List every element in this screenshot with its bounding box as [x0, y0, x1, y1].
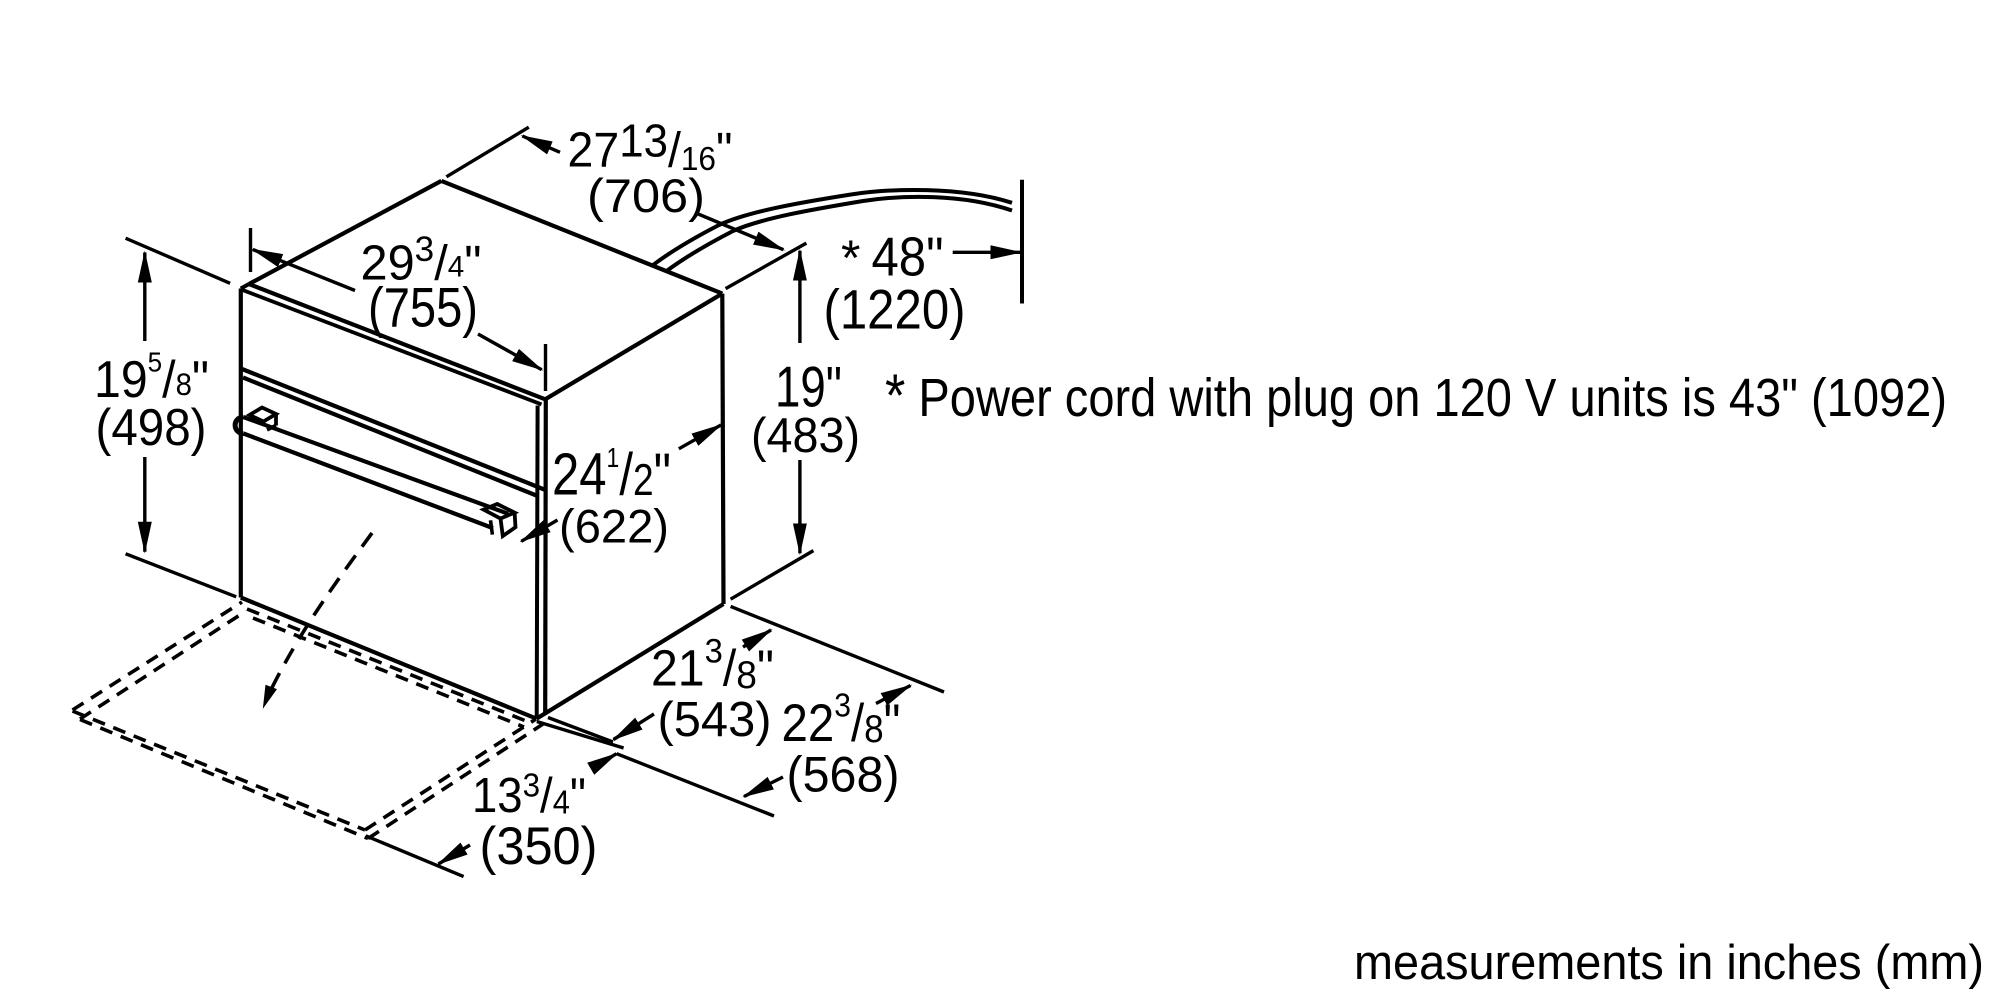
svg-text:48": 48"	[872, 227, 944, 288]
svg-text:measurements in inches (mm): measurements in inches (mm)	[1354, 936, 1984, 990]
svg-text:(568): (568)	[787, 746, 900, 802]
svg-text:(755): (755)	[368, 276, 478, 338]
svg-text:(706): (706)	[587, 170, 705, 223]
svg-text:(1220): (1220)	[824, 278, 966, 341]
svg-text:19": 19"	[775, 355, 842, 419]
svg-text:195/8": 195/8"	[94, 347, 209, 408]
svg-text:(350): (350)	[480, 817, 598, 876]
svg-text:(498): (498)	[96, 398, 207, 456]
svg-text:(622): (622)	[559, 501, 669, 554]
svg-text:*: *	[841, 230, 860, 286]
svg-text:(543): (543)	[658, 693, 772, 747]
svg-text:(483): (483)	[751, 409, 860, 463]
svg-text:* Power cord with plug on 120: * Power cord with plug on 120 V units is…	[885, 362, 1947, 429]
